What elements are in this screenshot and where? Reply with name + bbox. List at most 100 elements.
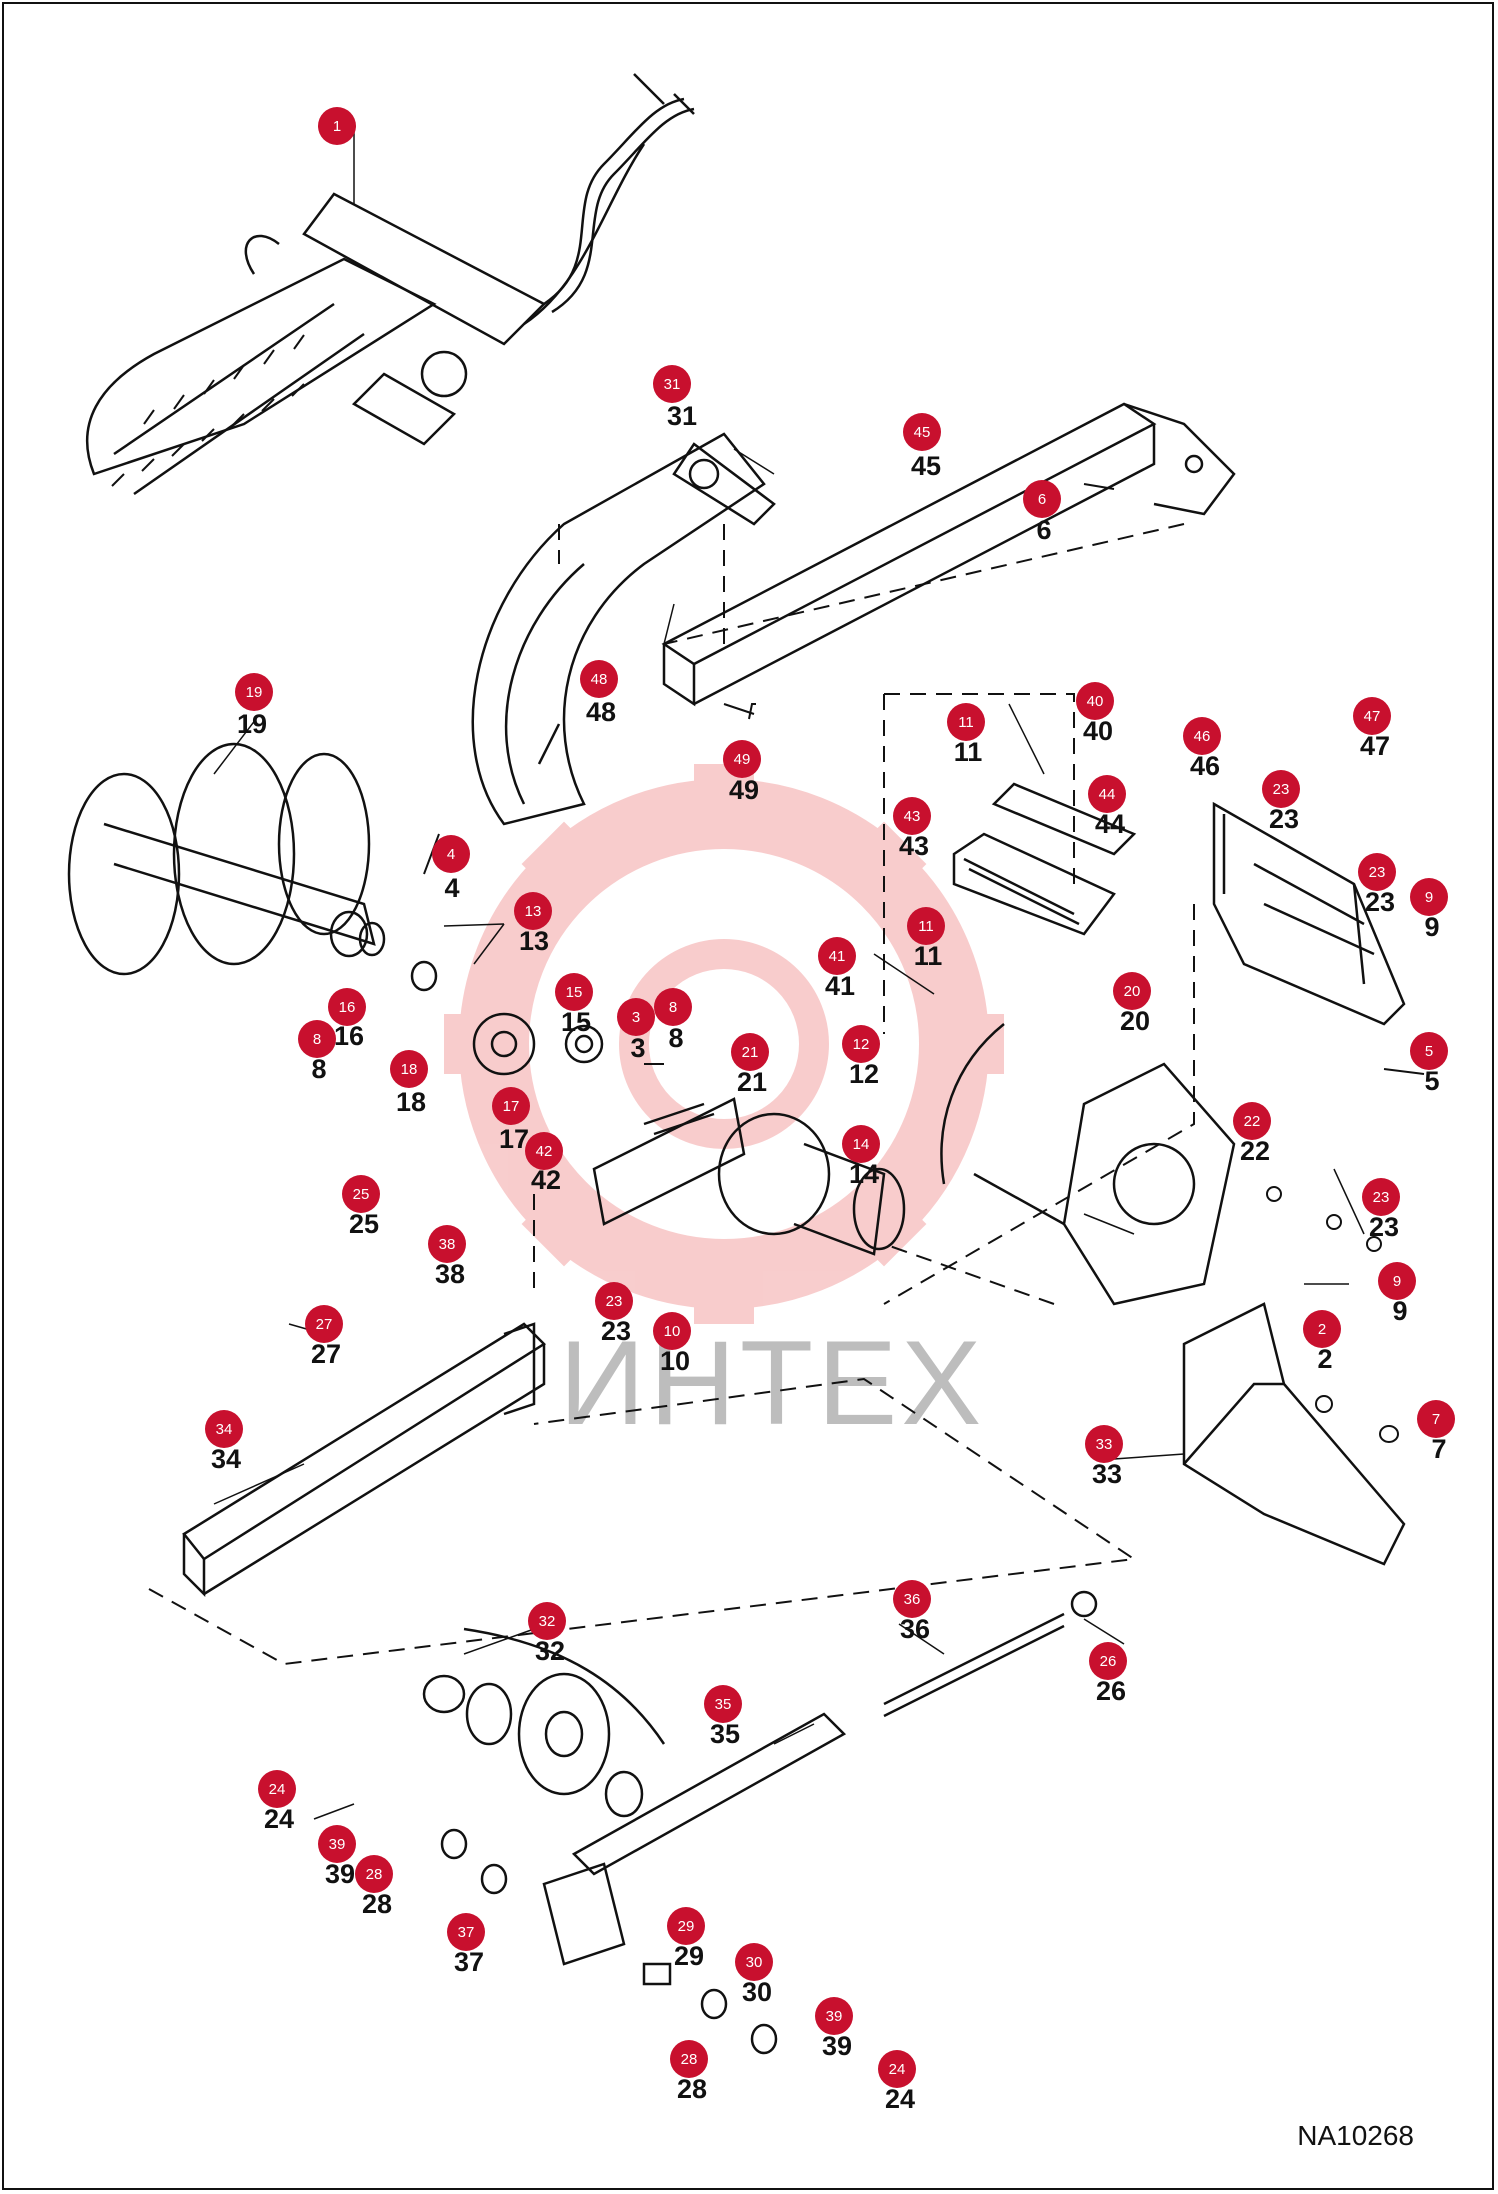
callout-marker xyxy=(555,973,593,1011)
callout-marker-number: 32 xyxy=(539,1613,556,1630)
callout-marker xyxy=(432,835,470,873)
callout-marker xyxy=(878,2050,916,2088)
callout-marker xyxy=(1358,853,1396,891)
callout-label: 33 xyxy=(1092,1459,1122,1489)
callout-label: 14 xyxy=(849,1159,879,1189)
callout-label: 7 xyxy=(1431,1434,1446,1464)
callout-marker-number: 28 xyxy=(681,2051,698,2068)
callout-marker-number: 17 xyxy=(503,1098,520,1115)
callout-marker xyxy=(617,998,655,1036)
callout-8: 88 xyxy=(298,1020,336,1084)
callout-6: 66 xyxy=(1023,480,1061,545)
callout-marker-number: 34 xyxy=(216,1421,233,1438)
callout-label: 46 xyxy=(1190,751,1220,781)
callout-label: 31 xyxy=(667,401,697,431)
callout-label: 32 xyxy=(535,1636,565,1666)
callout-marker xyxy=(653,365,691,403)
callout-marker xyxy=(298,1020,336,1058)
callout-label: 15 xyxy=(561,1007,591,1037)
callout-label: 23 xyxy=(601,1316,631,1346)
callout-marker-number: 26 xyxy=(1100,1653,1117,1670)
callout-label: 22 xyxy=(1240,1136,1270,1166)
callout-marker xyxy=(818,937,856,975)
callout-marker-number: 35 xyxy=(715,1696,732,1713)
callout-label: 30 xyxy=(742,1977,772,2007)
callout-8: 88 xyxy=(654,988,692,1053)
callout-label: 8 xyxy=(311,1054,326,1084)
callout-label: 11 xyxy=(914,941,943,971)
callout-marker-number: 13 xyxy=(525,903,542,920)
callout-label: 9 xyxy=(1424,912,1439,942)
callout-label: 23 xyxy=(1369,1212,1399,1242)
boom-31 xyxy=(471,432,776,826)
drive-components xyxy=(410,960,906,1256)
callout-label: 26 xyxy=(1096,1676,1126,1706)
callout-marker xyxy=(1023,480,1061,518)
callout-marker xyxy=(525,1132,563,1170)
callout-marker xyxy=(1303,1310,1341,1348)
callout-marker-number: 23 xyxy=(1373,1189,1390,1206)
callout-label: 43 xyxy=(899,831,929,861)
callout-marker xyxy=(1410,878,1448,916)
callout-marker-number: 38 xyxy=(439,1236,456,1253)
callout-marker xyxy=(355,1855,393,1893)
callout-marker xyxy=(1233,1102,1271,1140)
callout-marker xyxy=(1362,1178,1400,1216)
callout-marker xyxy=(907,907,945,945)
callout-marker-number: 21 xyxy=(742,1044,759,1061)
auger-19 xyxy=(67,742,386,976)
callout-label: 36 xyxy=(900,1614,930,1644)
callout-label: 40 xyxy=(1083,716,1113,746)
callout-marker-number: 39 xyxy=(329,1836,346,1853)
callout-marker xyxy=(1089,1642,1127,1680)
callout-layer: 1313145456648484949191944131316168815151… xyxy=(205,107,1455,2114)
callout-marker-number: 31 xyxy=(664,376,681,393)
callout-marker-number: 37 xyxy=(458,1924,475,1941)
callout-label: 6 xyxy=(1036,515,1051,545)
callout-label: 12 xyxy=(849,1059,879,1089)
callout-label: 5 xyxy=(1424,1066,1439,1096)
idler-assembly xyxy=(422,1590,1098,2055)
callout-label: 41 xyxy=(825,971,855,1001)
callout-marker-number: 5 xyxy=(1425,1043,1433,1060)
callout-label: 2 xyxy=(1317,1344,1332,1374)
callout-marker xyxy=(1085,1425,1123,1463)
callout-label: 47 xyxy=(1360,731,1390,761)
callout-marker-number: 40 xyxy=(1087,693,1104,710)
callout-marker-number: 24 xyxy=(889,2061,906,2078)
callout-marker-number: 30 xyxy=(746,1954,763,1971)
callout-marker-number: 3 xyxy=(632,1009,640,1026)
callout-label: 49 xyxy=(729,775,759,805)
callout-label: 17 xyxy=(499,1124,529,1154)
callout-marker-number: 45 xyxy=(914,424,931,441)
callout-label: 3 xyxy=(630,1033,645,1063)
callout-marker xyxy=(342,1175,380,1213)
frame-tube-45 xyxy=(661,402,1236,707)
side-plate-20 xyxy=(940,1023,1236,1306)
callout-label: 24 xyxy=(264,1804,294,1834)
callout-marker-number: 1 xyxy=(333,118,341,135)
callout-marker-number: 19 xyxy=(246,684,263,701)
callout-4: 44 xyxy=(432,835,470,903)
callout-marker xyxy=(428,1225,466,1263)
callout-marker-number: 27 xyxy=(316,1316,333,1333)
callout-marker xyxy=(492,1087,530,1125)
